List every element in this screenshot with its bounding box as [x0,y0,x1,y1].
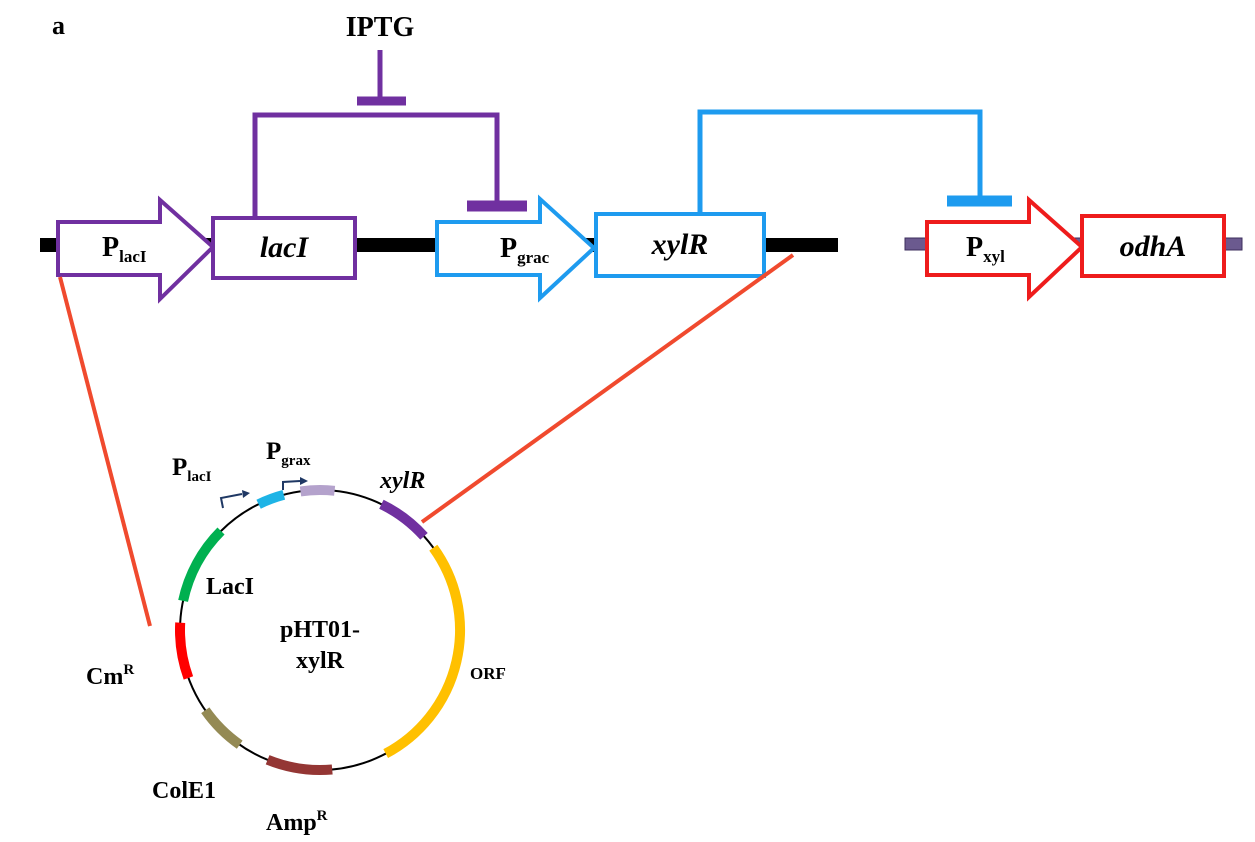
pxyl-promoter-label: Pxyl [966,232,1005,266]
laci-gene-box [211,216,357,280]
odha-gene-box [1080,214,1226,278]
plasmid-name-line2: xylR [296,648,345,674]
plasmid-laci-label: LacI [206,574,254,600]
plasmid-xylr-label: xylR [379,468,425,494]
plasmid-placi-label: PlacI [172,454,212,485]
plasmid-segment-placi [256,489,286,509]
plasmid-segment-ampr [265,755,333,775]
plasmid-pgrax-label: Pgrax [266,438,311,469]
plasmid-orf-label: ORF [470,664,506,683]
pgrac-promoter-arrow [435,194,597,303]
laci-repression-lines [252,50,527,218]
xylr-gene-box [594,212,766,278]
iptg-label: IPTG [346,12,415,43]
xylr-gene-label: xylR [651,228,709,261]
plasmid-cole1-label: ColE1 [152,778,216,804]
odha-gene-label: odhA [1120,230,1187,263]
placi-bent-arrow [219,493,243,509]
placi-arrowhead [242,490,250,498]
connector-line-right [420,253,795,524]
xylr-repression-line [697,109,1012,212]
plasmid-cmr-label: CmR [86,662,134,690]
connector-line-left [58,276,152,627]
pgrax-arrowhead [300,477,308,485]
plasmid-segment-orf [383,544,466,759]
plasmid-segment-cole1 [201,707,243,749]
plasmid-segment-xylr [379,499,428,540]
placi-promoter-arrow [56,195,216,304]
plasmid-segment-laci [178,527,225,603]
plasmid-segment-pgrax [299,485,336,497]
placi-promoter-label: PlacI [102,232,147,266]
plasmid-map: pHT01- xylR PlacI Pgrax xylR ORF LacI Cm… [86,438,506,836]
pgrac-promoter-label: Pgrac [500,233,550,267]
plasmid-name-line1: pHT01- [280,617,360,643]
pgrax-bent-arrow [282,480,301,490]
panel-label: a [52,11,65,40]
plasmid-segment-cmr [175,622,194,680]
plasmid-ampr-label: AmpR [266,808,328,836]
pxyl-promoter-arrow [925,195,1085,302]
plasmid-segments [175,485,466,775]
laci-gene-label: lacI [260,231,310,264]
